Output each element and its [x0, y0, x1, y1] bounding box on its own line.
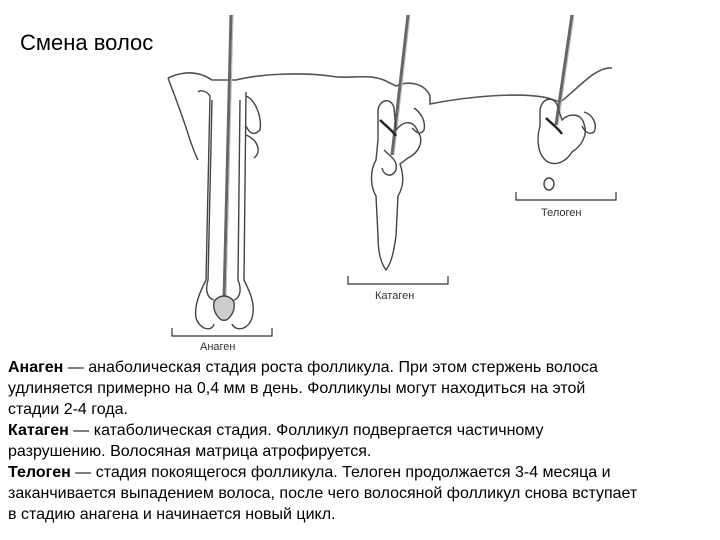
description-text-line: — анаболическая стадия роста фолликула. … — [67, 359, 598, 376]
description-text: Анаген — анаболическая стадия роста фолл… — [8, 357, 720, 525]
catagen-bracket — [347, 276, 449, 285]
telogen-bracket — [515, 192, 617, 201]
description-line: разрушению. Волосяная матрица атрофирует… — [8, 441, 720, 462]
term-telogen: Телоген — [8, 464, 71, 481]
description-line: Телоген — стадия покоящегося фолликула. … — [8, 462, 720, 483]
stage-label-anagen: Анаген — [200, 341, 236, 353]
hair-cycle-diagram: Анаген Катаген Телоген — [167, 14, 617, 353]
term-catagen: Катаген — [8, 422, 69, 439]
stage-label-telogen: Телоген — [541, 207, 581, 219]
description-text-line: стадии 2-4 года. — [8, 401, 128, 418]
stage-label-catagen: Катаген — [375, 290, 414, 302]
description-line: удлиняется примерно на 0,4 мм в день. Фо… — [8, 378, 720, 399]
description-text-line: — стадия покоящегося фолликула. Телоген … — [75, 464, 611, 481]
description-line: заканчивается выпадением волоса, после ч… — [8, 483, 720, 504]
description-text-line: — катаболическая стадия. Фолликул подвер… — [73, 422, 544, 439]
description-text-line: в стадию анагена и начинается новый цикл… — [8, 506, 336, 523]
term-anagen: Анаген — [8, 359, 64, 376]
telogen-follicle — [537, 14, 596, 191]
description-line: Катаген — катаболическая стадия. Фоллику… — [8, 420, 720, 441]
anagen-follicle — [167, 14, 262, 330]
catagen-follicle — [370, 14, 426, 272]
anagen-bracket — [171, 328, 273, 337]
description-text-line: разрушению. Волосяная матрица атрофирует… — [8, 443, 372, 460]
description-text-line: удлиняется примерно на 0,4 мм в день. Фо… — [8, 380, 586, 397]
description-text-line: заканчивается выпадением волоса, после ч… — [8, 485, 638, 502]
skin-surface — [167, 67, 613, 105]
description-line: в стадию анагена и начинается новый цикл… — [8, 504, 720, 525]
description-line: Анаген — анаболическая стадия роста фолл… — [8, 357, 720, 378]
page-title: Смена волос — [20, 30, 154, 55]
description-line: стадии 2-4 года. — [8, 399, 720, 420]
